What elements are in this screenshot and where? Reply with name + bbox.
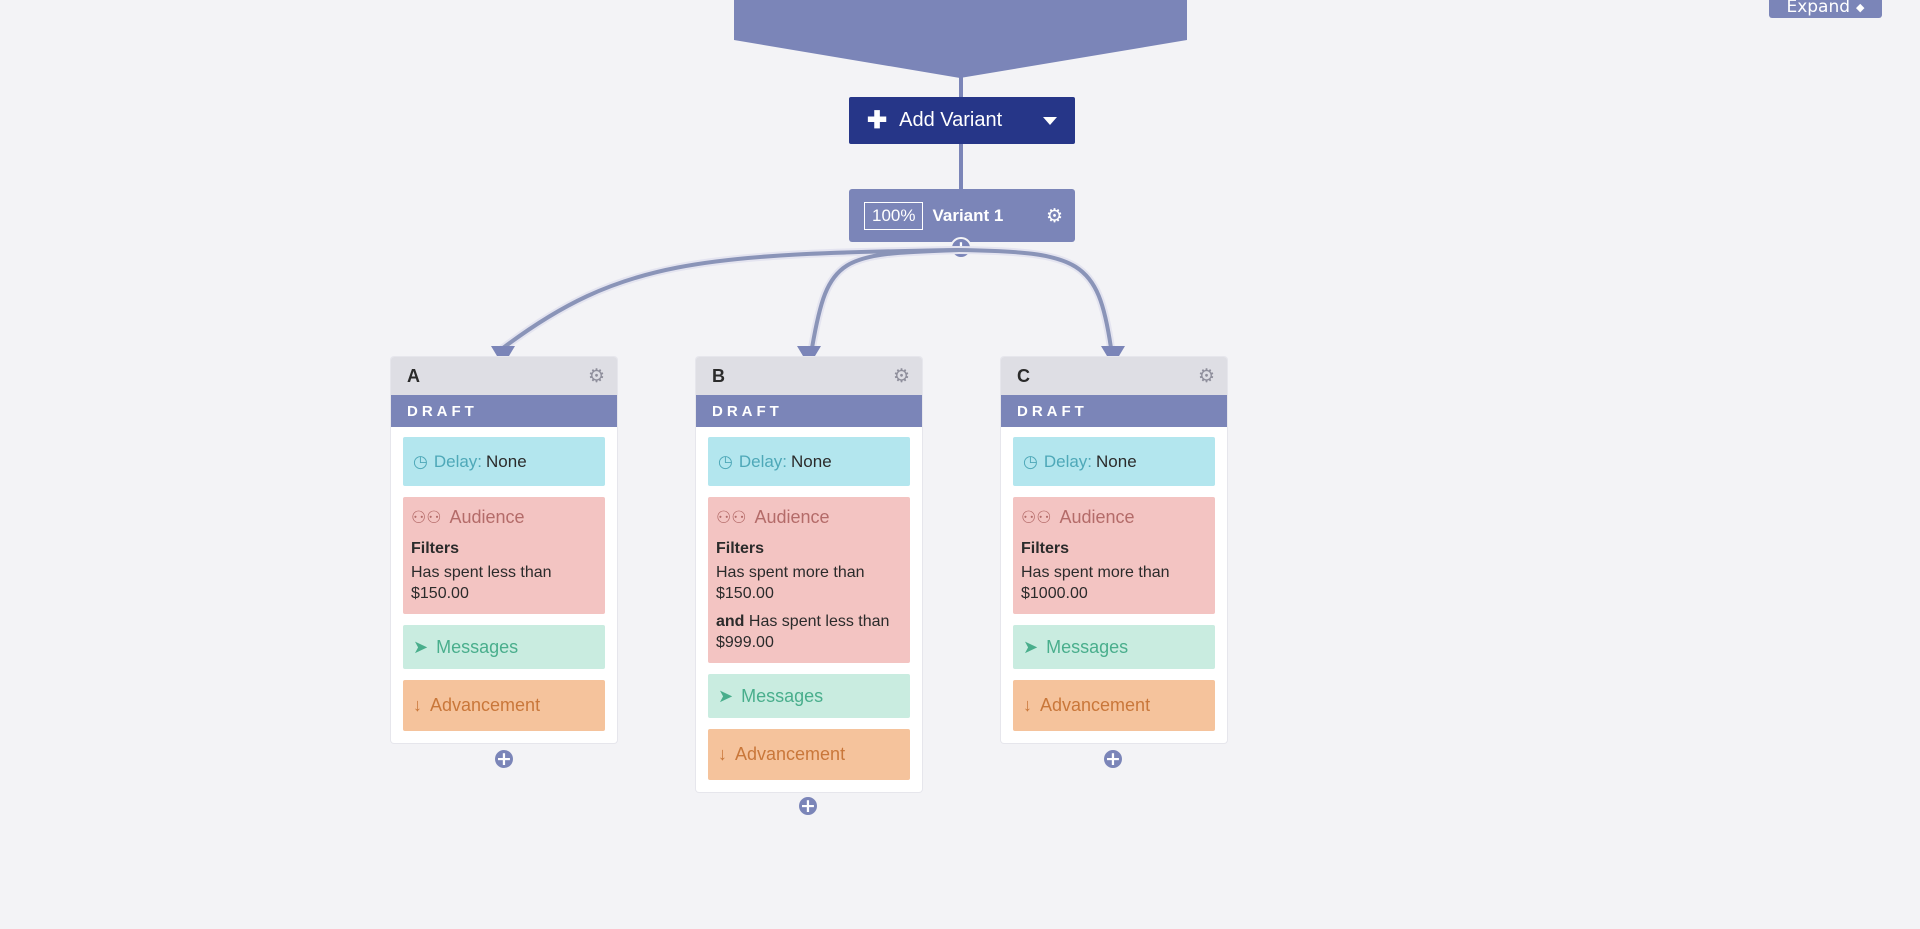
filter-text: Has spent more than $1000.00: [1021, 564, 1170, 602]
delay-card[interactable]: ◷ Delay: None: [403, 437, 605, 486]
users-icon: ⚇⚇: [716, 507, 747, 527]
expand-label: Expand: [1786, 0, 1851, 17]
advancement-card[interactable]: ↓ Advancement: [708, 729, 910, 780]
clock-icon: ◷: [718, 451, 733, 471]
arrow-down-icon: ↓: [718, 744, 727, 764]
paper-plane-icon: ➤: [1023, 636, 1039, 657]
delay-value: None: [486, 451, 527, 471]
advancement-label: Advancement: [1040, 695, 1151, 715]
add-variant-button[interactable]: ✚ Add Variant: [849, 97, 1075, 144]
filter-text: Has spent more than $150.00: [716, 564, 865, 602]
variant-name: Variant 1: [932, 205, 1004, 225]
audience-card[interactable]: ⚇⚇ Audience Filters Has spent more than …: [708, 497, 910, 663]
delay-card[interactable]: ◷ Delay: None: [1013, 437, 1215, 486]
filter-and-row: and Has spent less than $999.00: [716, 611, 902, 653]
gear-icon[interactable]: ⚙: [892, 365, 910, 387]
clock-icon: ◷: [413, 451, 428, 471]
delay-key: Delay:: [738, 451, 788, 471]
branch-column-a: A ⚙ DRAFT ◷ Delay: None ⚇⚇ Audience Filt…: [391, 357, 617, 743]
add-step-plus-icon[interactable]: +: [493, 748, 515, 770]
audience-label: Audience: [1059, 507, 1135, 527]
add-variant-label: Add Variant: [899, 109, 1003, 131]
filters-label: Filters: [716, 540, 765, 557]
messages-label: Messages: [436, 636, 519, 657]
add-step-plus-icon[interactable]: +: [797, 795, 819, 817]
gear-icon[interactable]: ⚙: [587, 365, 605, 387]
filter-text: Has spent less than $999.00: [716, 613, 890, 651]
delay-value: None: [791, 451, 832, 471]
delay-key: Delay:: [433, 451, 483, 471]
messages-label: Messages: [1046, 636, 1129, 657]
advancement-label: Advancement: [430, 695, 541, 715]
filters-label: Filters: [1021, 540, 1070, 557]
branch-column-c: C ⚙ DRAFT ◷ Delay: None ⚇⚇ Audience Filt…: [1001, 357, 1227, 743]
advancement-card[interactable]: ↓ Advancement: [1013, 680, 1215, 731]
connector-line: [959, 76, 963, 98]
plus-icon: ✚: [867, 107, 888, 134]
connector-line: [959, 143, 963, 190]
audience-label: Audience: [754, 507, 830, 527]
advancement-card[interactable]: ↓ Advancement: [403, 680, 605, 731]
users-icon: ⚇⚇: [411, 507, 442, 527]
gear-icon[interactable]: ⚙: [1197, 365, 1215, 387]
add-branch-plus-icon[interactable]: +: [950, 237, 972, 259]
delay-value: None: [1096, 451, 1137, 471]
clock-icon: ◷: [1023, 451, 1038, 471]
messages-card[interactable]: ➤ Messages: [403, 625, 605, 669]
status-badge: DRAFT: [696, 395, 922, 427]
branch-column-b: B ⚙ DRAFT ◷ Delay: None ⚇⚇ Audience Filt…: [696, 357, 922, 792]
variant-node[interactable]: 100% Variant 1 ⚙: [849, 189, 1075, 242]
advancement-label: Advancement: [735, 744, 846, 764]
delay-card[interactable]: ◷ Delay: None: [708, 437, 910, 486]
add-step-plus-icon[interactable]: +: [1102, 748, 1124, 770]
audience-card[interactable]: ⚇⚇ Audience Filters Has spent more than …: [1013, 497, 1215, 614]
expand-button[interactable]: Expand ◆: [1769, 0, 1882, 18]
status-badge: DRAFT: [391, 395, 617, 427]
filter-text: Has spent less than $150.00: [411, 564, 552, 602]
status-badge: DRAFT: [1001, 395, 1227, 427]
chevron-down-icon: ◆: [1856, 0, 1865, 14]
branch-header[interactable]: C ⚙: [1001, 357, 1227, 395]
arrow-down-icon: ↓: [1023, 695, 1032, 715]
caret-down-icon[interactable]: [1043, 116, 1057, 125]
branch-header[interactable]: A ⚙: [391, 357, 617, 395]
audience-card[interactable]: ⚇⚇ Audience Filters Has spent less than …: [403, 497, 605, 614]
branch-name: A: [407, 365, 420, 386]
audience-label: Audience: [449, 507, 525, 527]
paper-plane-icon: ➤: [413, 636, 429, 657]
delay-key: Delay:: [1043, 451, 1093, 471]
messages-card[interactable]: ➤ Messages: [708, 674, 910, 718]
variant-percent[interactable]: 100%: [864, 201, 924, 230]
campaign-entry-funnel: [734, 0, 1187, 78]
branch-header[interactable]: B ⚙: [696, 357, 922, 395]
users-icon: ⚇⚇: [1021, 507, 1052, 527]
filters-label: Filters: [411, 540, 460, 557]
and-label: and: [716, 613, 745, 630]
messages-card[interactable]: ➤ Messages: [1013, 625, 1215, 669]
gear-icon[interactable]: ⚙: [1045, 204, 1063, 227]
branch-name: C: [1017, 365, 1030, 386]
paper-plane-icon: ➤: [718, 685, 734, 706]
branch-name: B: [712, 365, 725, 386]
arrow-down-icon: ↓: [413, 695, 422, 715]
messages-label: Messages: [741, 685, 824, 706]
